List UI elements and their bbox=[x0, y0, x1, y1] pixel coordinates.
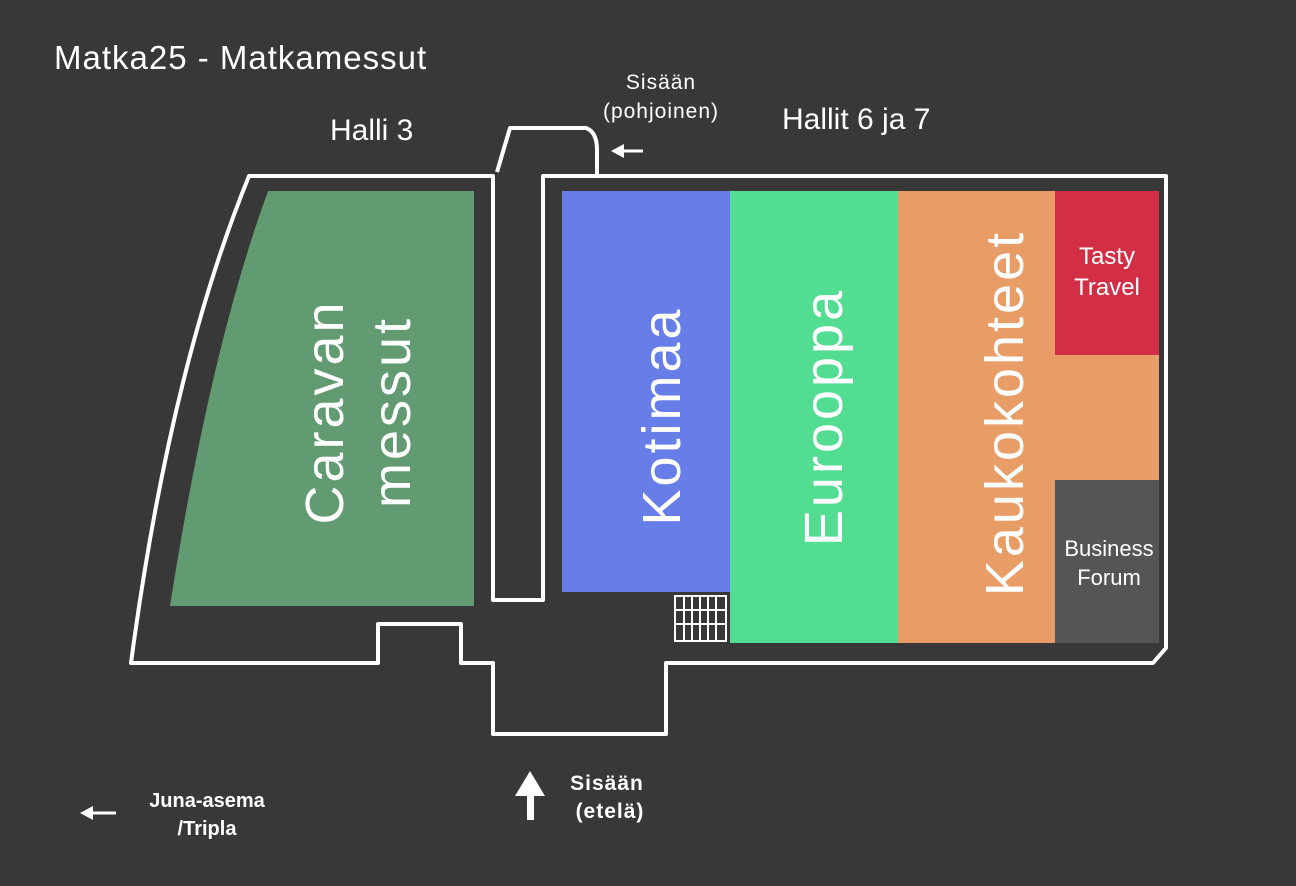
north-entrance-label-line1: Sisään bbox=[626, 71, 696, 94]
tasty-travel-label-line1: Tasty bbox=[1079, 243, 1135, 270]
train-station-label-line1: Juna-asema bbox=[149, 790, 265, 812]
north-entrance-label-line2: (pohjoinen) bbox=[603, 100, 719, 123]
south-entrance-label-line2: (etelä) bbox=[576, 800, 645, 823]
kotimaa-label: Kotimaa bbox=[632, 306, 692, 525]
business-forum-label-line2: Forum bbox=[1077, 565, 1141, 590]
arrow-left-icon bbox=[611, 144, 643, 158]
map-title: Matka25 - Matkamessut bbox=[54, 39, 427, 76]
eurooppa-area[interactable] bbox=[730, 191, 898, 643]
tasty-travel-label-line2: Travel bbox=[1074, 274, 1140, 301]
caravan-area[interactable] bbox=[170, 191, 474, 606]
eurooppa-label: Eurooppa bbox=[794, 288, 854, 546]
halls-6-7-label: Hallit 6 ja 7 bbox=[782, 103, 930, 136]
business-forum-area[interactable] bbox=[1055, 480, 1159, 643]
kotimaa-area[interactable] bbox=[562, 191, 730, 592]
caravan-label-line2: messut bbox=[362, 316, 422, 508]
hall-3-outline bbox=[129, 174, 1168, 736]
stairs-icon bbox=[674, 595, 727, 642]
kaukokohteet-label: Kaukokohteet bbox=[975, 230, 1035, 596]
caravan-label-line1: Caravan bbox=[295, 299, 355, 524]
arrow-left-icon bbox=[80, 806, 116, 820]
tasty-travel-area[interactable] bbox=[1055, 191, 1159, 355]
connecting-corridor-outline bbox=[495, 126, 599, 174]
south-entrance-label-line1: Sisään bbox=[570, 772, 644, 795]
train-station-label-line2: /Tripla bbox=[178, 818, 238, 840]
hall-3-label: Halli 3 bbox=[330, 114, 413, 147]
business-forum-label-line1: Business bbox=[1064, 536, 1153, 561]
arrow-up-icon bbox=[515, 771, 545, 820]
